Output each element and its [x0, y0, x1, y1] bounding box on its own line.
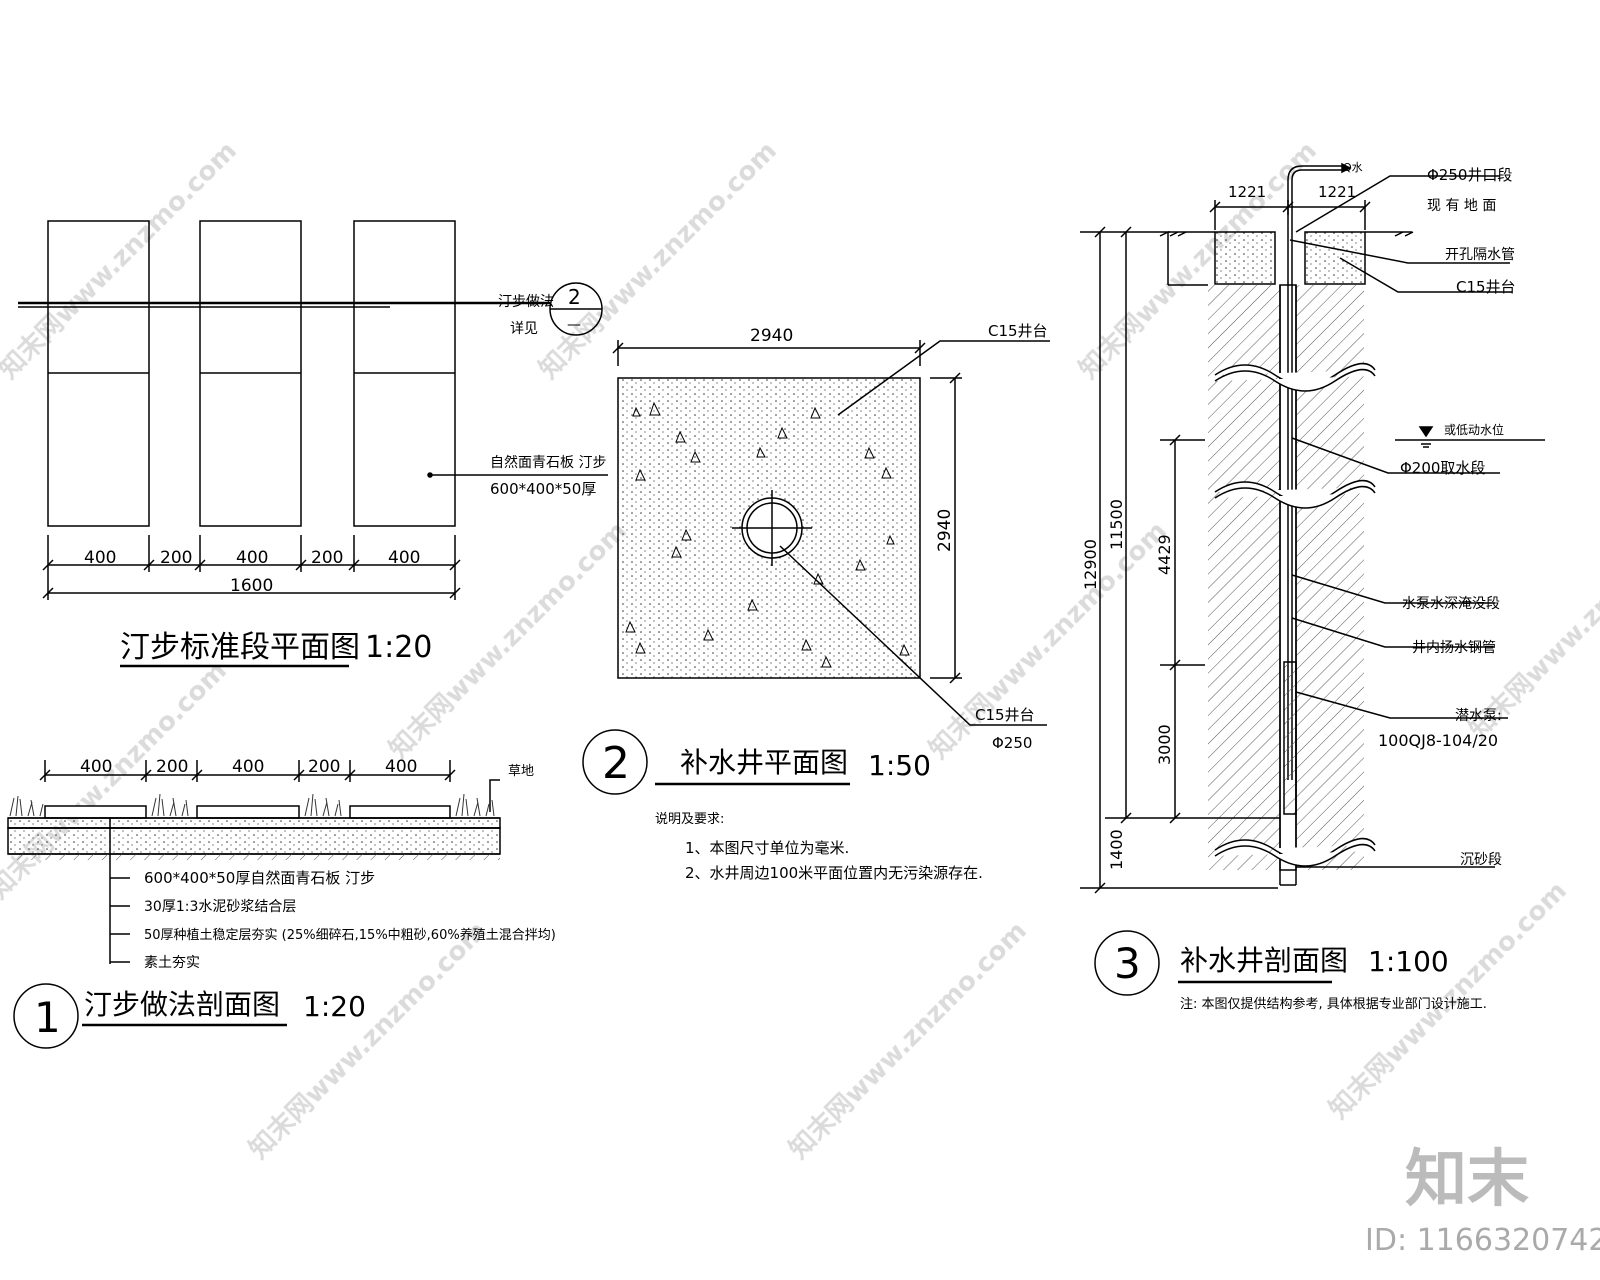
ref-label-top: 汀步做法	[498, 294, 554, 310]
water-level-label: 或低动水位	[1444, 422, 1504, 437]
label-isolation-pipe: 开孔隔水管	[1445, 247, 1515, 263]
plan2-title: 补水井平面图	[680, 746, 848, 779]
section1-title: 汀步做法剖面图	[84, 988, 280, 1021]
ref-number: 2	[568, 285, 581, 309]
dim-1400: 1400	[1107, 829, 1126, 870]
section3-title: 补水井剖面图	[1180, 944, 1348, 977]
dim-label: 400	[385, 757, 417, 777]
image-id: ID: 1166320742	[1365, 1223, 1600, 1258]
layer-label: 50厚种植土稳定层夯实 (25%细碎石,15%中粗砂,60%养殖土混合拌均)	[144, 927, 556, 943]
dim-label: 400	[388, 548, 420, 568]
watermark-text: 知末网www.znzmo.com	[0, 656, 233, 905]
layer-label: 600*400*50厚自然面青石板 汀步	[144, 869, 375, 887]
dim-label: 200	[156, 757, 188, 777]
compacted-soil	[8, 854, 500, 860]
plan1	[18, 220, 608, 668]
q-label: Q水	[1343, 161, 1363, 174]
soil-layer	[7, 827, 501, 855]
mortar-layer	[7, 817, 501, 829]
dim-total: 1600	[230, 576, 273, 596]
label-c15-bottom: C15井台	[975, 706, 1035, 724]
section-num-circle	[13, 983, 79, 1049]
dim-12900: 12900	[1081, 539, 1100, 590]
width-dim: 2940	[750, 326, 793, 346]
dim-label: 200	[308, 757, 340, 777]
grass-label: 草地	[508, 764, 534, 779]
section3-scale: 1:100	[1368, 945, 1449, 978]
section1	[7, 760, 501, 1049]
layer-label: 30厚1:3水泥砂浆结合层	[144, 899, 296, 915]
height-dim: 2940	[935, 509, 955, 552]
notes-title: 说明及要求:	[655, 812, 724, 827]
plan1-scale: 1:20	[365, 630, 432, 665]
top-dim: 1221	[1318, 183, 1356, 201]
dim-label: 400	[80, 757, 112, 777]
section2-number: 2	[602, 738, 630, 789]
ref-sheet: —	[567, 317, 581, 333]
watermark-text: 知末网www.znzmo.com	[924, 516, 1173, 765]
dim-label: 400	[232, 757, 264, 777]
label-submerge: 水泵水深淹没段	[1402, 596, 1500, 612]
stone-section	[44, 805, 147, 819]
dim-label: 400	[84, 548, 116, 568]
section1-number: 1	[34, 993, 61, 1042]
dim-label: 200	[311, 548, 343, 568]
plan2	[582, 340, 1050, 795]
label-pump-model: 100QJ8-104/20	[1378, 731, 1498, 750]
label-steel-pipe: 井内扬水钢管	[1412, 640, 1496, 656]
stone-label: 自然面青石板 汀步	[490, 454, 606, 471]
label-diameter: Φ250	[992, 734, 1032, 752]
label-intake: Φ200取水段	[1400, 459, 1485, 477]
section3	[1080, 162, 1545, 996]
note-line: 1、本图尺寸单位为毫米.	[685, 839, 849, 857]
brand-logo: 知末	[1405, 1142, 1529, 1215]
watermark-text: 知末网www.znzmo.com	[0, 136, 243, 385]
plan2-scale: 1:50	[868, 749, 931, 782]
stone-size: 600*400*50厚	[490, 480, 596, 498]
well-platform	[1304, 231, 1366, 285]
grass-tufts	[9, 793, 495, 817]
section-num-circle	[1094, 930, 1160, 996]
dim-label: 200	[160, 548, 192, 568]
dim-label: 400	[236, 548, 268, 568]
layer-label: 素土夯实	[144, 955, 200, 971]
aggregate-marks	[625, 401, 910, 668]
label-existing-ground: 现 有 地 面	[1427, 198, 1496, 214]
dim-11500: 11500	[1107, 499, 1126, 550]
label-sediment: 沉砂段	[1460, 852, 1502, 868]
watermark-text: 知末网www.znzmo.com	[244, 916, 493, 1165]
label-pump: 潜水泵:	[1455, 708, 1502, 724]
stone-section	[349, 805, 451, 819]
label-c15-top: C15井台	[988, 322, 1048, 340]
dim-3000: 3000	[1155, 724, 1174, 765]
section3-note: 注: 本图仅提供结构参考, 具体根据专业部门设计施工.	[1180, 996, 1487, 1012]
stone-section	[196, 805, 300, 819]
dim-4429: 4429	[1155, 534, 1174, 575]
watermark-text: 知末网www.znzmo.com	[784, 916, 1033, 1165]
note-line: 2、水井周边100米平面位置内无污染源存在.	[685, 864, 983, 882]
ref-label-bottom: 详见	[510, 321, 538, 337]
plan1-title: 汀步标准段平面图	[120, 630, 360, 665]
section3-number: 3	[1114, 939, 1141, 988]
label-well-mouth: Φ250井口段	[1427, 166, 1512, 184]
section1-scale: 1:20	[303, 990, 366, 1023]
section-num-circle	[582, 729, 648, 795]
well-platform	[1214, 231, 1276, 285]
submersible-pump	[1283, 661, 1297, 815]
top-dim: 1221	[1228, 183, 1266, 201]
label-c15-platform: C15井台	[1456, 278, 1516, 296]
